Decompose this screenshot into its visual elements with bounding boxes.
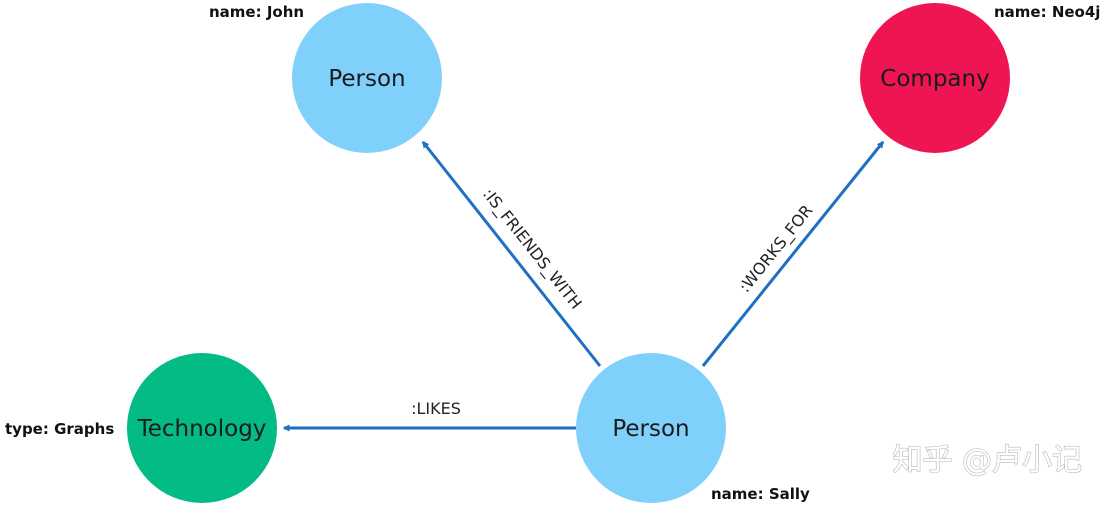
edge-works-for: :WORKS_FOR bbox=[701, 140, 885, 367]
edge-label-is-friends-with: :IS_FRIENDS_WITH bbox=[478, 185, 586, 314]
node-company-neo4j[interactable]: Company bbox=[860, 3, 1010, 153]
node-person-sally[interactable]: Person bbox=[576, 353, 726, 503]
node-property-john: name: John bbox=[209, 3, 304, 21]
node-label: Person bbox=[612, 416, 689, 442]
node-circle bbox=[576, 353, 726, 503]
node-property-technology: type: Graphs bbox=[5, 420, 114, 438]
edge-label-works-for: :WORKS_FOR bbox=[735, 201, 817, 297]
node-circle bbox=[292, 3, 442, 153]
watermark-text: 知乎 @卢小记 bbox=[892, 443, 1082, 478]
node-technology[interactable]: Technology bbox=[127, 353, 277, 503]
node-property-sally: name: Sally bbox=[711, 485, 810, 503]
node-label: Company bbox=[880, 66, 989, 92]
edge-line bbox=[701, 140, 885, 367]
edge-line bbox=[421, 140, 602, 367]
node-circle bbox=[127, 353, 277, 503]
node-label: Technology bbox=[137, 416, 267, 442]
edge-likes: :LIKES bbox=[282, 399, 576, 432]
edge-label-likes: :LIKES bbox=[411, 399, 461, 418]
node-circle bbox=[860, 3, 1010, 153]
edge-is-friends-with: :IS_FRIENDS_WITH bbox=[421, 140, 602, 367]
node-person-john[interactable]: Person bbox=[292, 3, 442, 153]
node-label: Person bbox=[328, 66, 405, 92]
node-property-neo4j: name: Neo4j bbox=[994, 3, 1100, 21]
